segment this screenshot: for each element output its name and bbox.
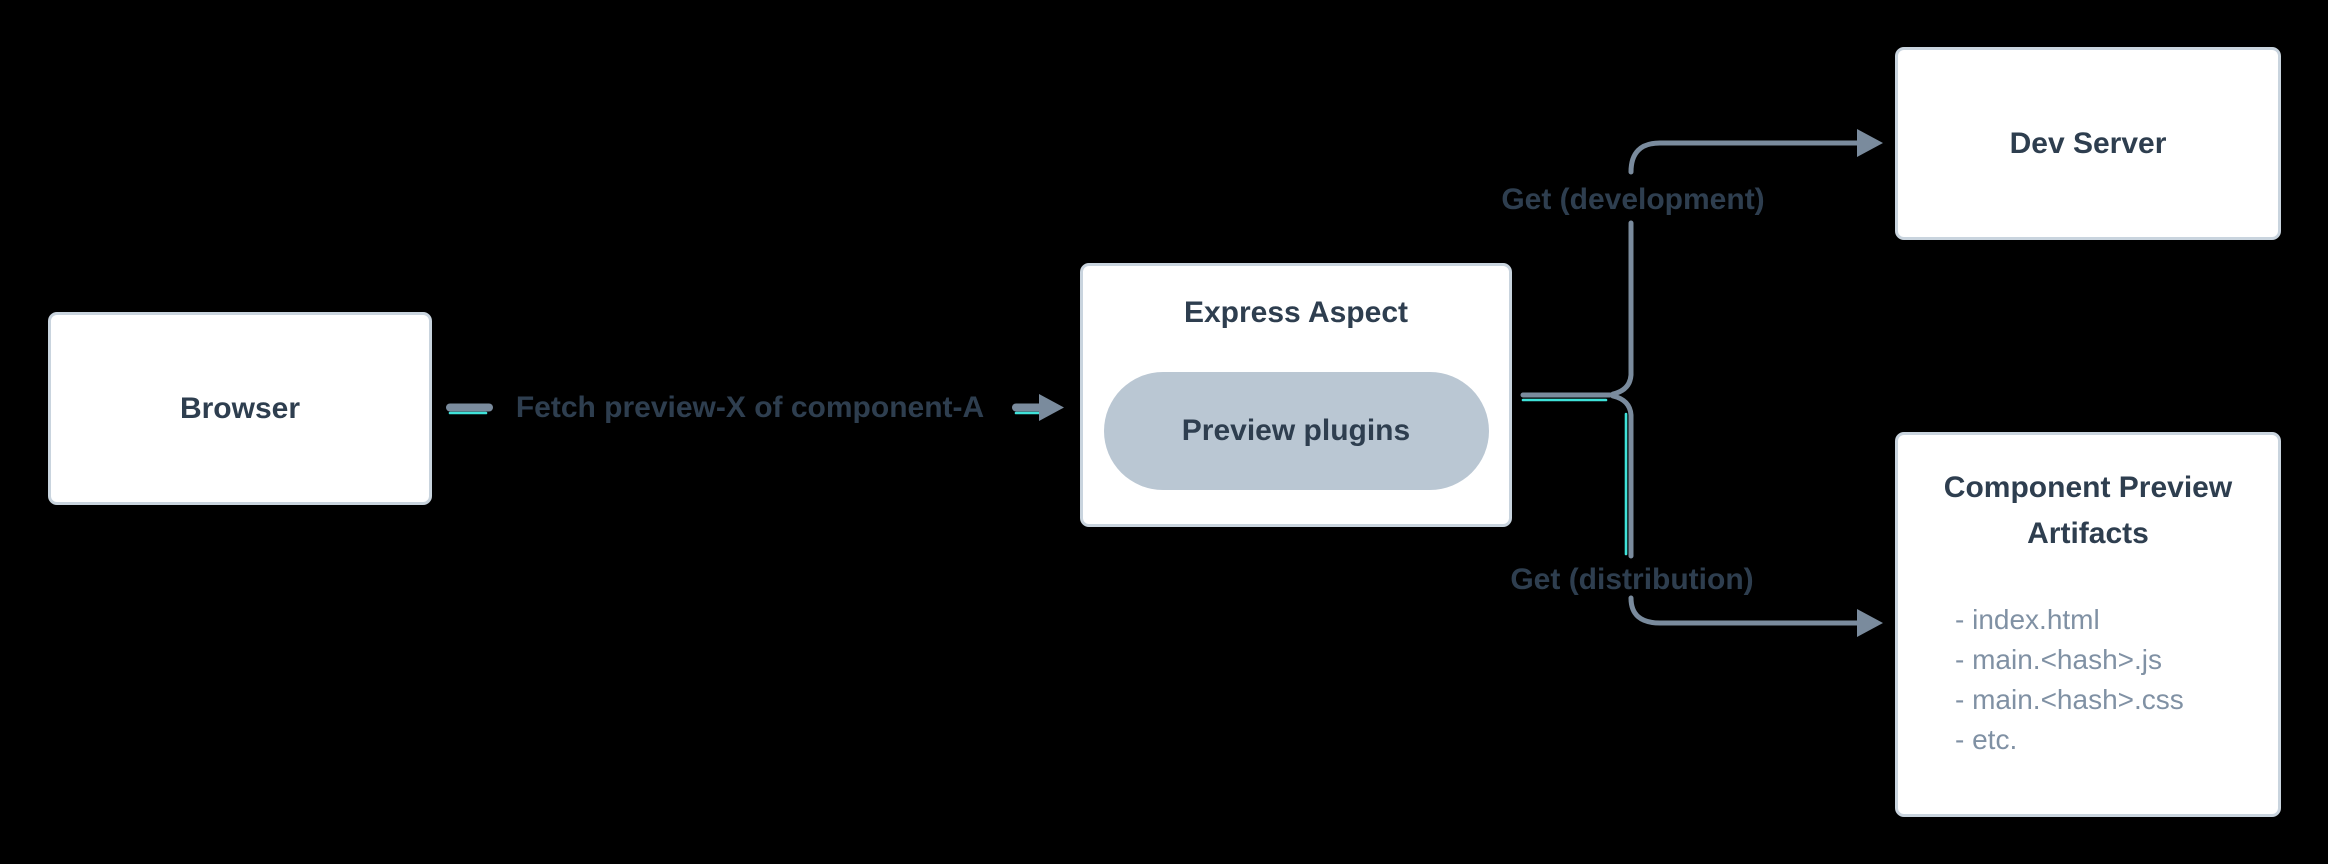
- brace-upper-line: [1610, 220, 1634, 397]
- dist-branch-line: [1628, 595, 1862, 626]
- artifacts-list: - index.html - main.<hash>.js - main.<ha…: [1898, 600, 2184, 760]
- preview-plugins-pill: Preview plugins: [1103, 372, 1489, 490]
- fetch-arrowhead-icon: [1039, 394, 1064, 421]
- dev-arrowhead-icon: [1857, 129, 1883, 157]
- artifact-item: - main.<hash>.css: [1955, 684, 2184, 715]
- dev-branch-line: [1628, 140, 1862, 175]
- get-distribution-label: Get (distribution): [1510, 563, 1754, 596]
- get-development-label: Get (development): [1501, 183, 1765, 216]
- component-preview-artifacts-node: Component Preview Artifacts - index.html…: [1895, 432, 2281, 817]
- brace-lower-line: [1610, 393, 1634, 559]
- artifact-item: - main.<hash>.js: [1955, 644, 2162, 675]
- dist-arrowhead-icon: [1857, 609, 1883, 637]
- dev-server-node: Dev Server: [1895, 47, 2281, 240]
- artifacts-title: Component Preview Artifacts: [1943, 471, 2233, 550]
- browser-node: Browser: [48, 312, 432, 505]
- preview-plugins-label: Preview plugins: [1181, 414, 1411, 447]
- artifact-item: - index.html: [1955, 604, 2100, 635]
- express-aspect-node: Express Aspect Preview plugins: [1080, 263, 1512, 527]
- dev-server-label: Dev Server: [2009, 126, 2167, 160]
- fetch-edge-label: Fetch preview-X of component-A: [515, 391, 985, 424]
- browser-label: Browser: [179, 391, 301, 425]
- express-aspect-title: Express Aspect: [1183, 296, 1408, 329]
- artifact-item: - etc.: [1955, 724, 2018, 755]
